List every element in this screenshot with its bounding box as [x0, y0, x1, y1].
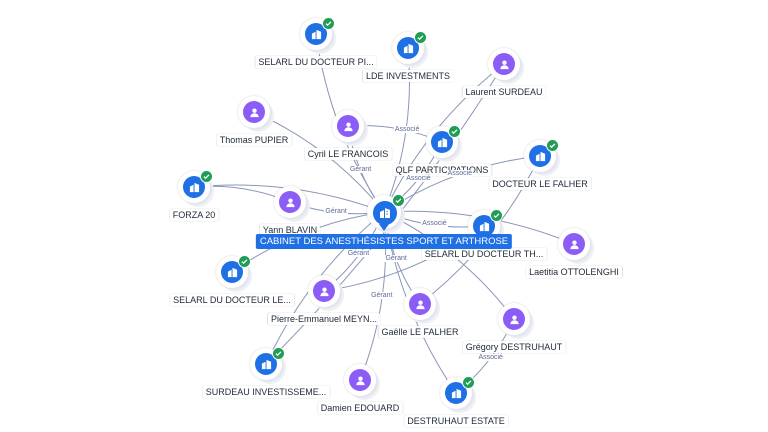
person-node-disc[interactable] [558, 228, 590, 260]
person-node-disc[interactable] [404, 288, 436, 320]
verified-check-icon [392, 194, 405, 207]
node-label: Laurent SURDEAU [462, 86, 546, 98]
person-icon [409, 293, 431, 315]
building-icon [431, 131, 453, 153]
node-label: FORZA 20 [169, 209, 219, 221]
building-icon [183, 176, 205, 198]
edge-label: Gérant [384, 255, 408, 263]
person-node-disc[interactable] [498, 303, 530, 335]
node-label: Laetitia OTTOLENGHI [526, 266, 622, 278]
person-node-disc[interactable] [238, 96, 270, 128]
building-icon [221, 261, 243, 283]
verified-check-icon [414, 31, 427, 44]
verified-check-icon [238, 255, 251, 268]
person-icon [563, 233, 585, 255]
company-node-disc[interactable] [426, 126, 458, 158]
verified-check-icon [200, 170, 213, 183]
edge-label: Associé [421, 220, 448, 227]
building-icon [397, 37, 419, 59]
node-label: Pierre-Emmanuel MEYN... [267, 313, 381, 325]
node-label: SELARL DU DOCTEUR TH... [421, 248, 547, 260]
node-label: SURDEAU INVESTISSEME... [202, 386, 330, 398]
person-node-disc[interactable] [344, 364, 376, 396]
person-node-disc[interactable] [488, 48, 520, 80]
edge-label: Gérant [370, 292, 394, 300]
node-label: Damien EDOUARD [317, 402, 403, 414]
edge-label: Associé [446, 169, 474, 177]
node-label: Yann BLAVIN [259, 224, 321, 236]
node-label: DESTRUHAUT ESTATE [404, 415, 508, 427]
person-node-disc[interactable] [274, 186, 306, 218]
node-label: Thomas PUPIER [216, 134, 292, 146]
person-icon [503, 308, 525, 330]
building-icon [529, 145, 551, 167]
person-icon [337, 115, 359, 137]
person-icon [279, 191, 301, 213]
verified-check-icon [272, 347, 285, 360]
edge-label: Gérant [348, 166, 373, 174]
building-icon [305, 23, 327, 45]
building-icon [473, 215, 495, 237]
verified-check-icon [322, 17, 335, 30]
verified-check-icon [462, 376, 475, 389]
node-label: Gaëlle LE FALHER [378, 326, 462, 338]
building-icon [255, 353, 277, 375]
person-node-disc[interactable] [332, 110, 364, 142]
verified-check-icon [448, 125, 461, 138]
edge-label: Associé [405, 175, 432, 183]
node-label: LDE INVESTMENTS [362, 70, 454, 82]
edge-label: Gérant [346, 250, 371, 258]
center-node-label: CABINET DES ANESTHÉSISTES SPORT ET ARTHR… [255, 234, 513, 249]
edge-label: Associé [393, 126, 421, 134]
verified-check-icon [490, 209, 503, 222]
node-label: Grégory DESTRUHAUT [462, 341, 566, 353]
person-icon [243, 101, 265, 123]
node-label: SELARL DU DOCTEUR LE... [170, 294, 294, 306]
node-label: SELARL DU DOCTEUR PI... [255, 56, 377, 68]
edge-label: Gérant [324, 207, 348, 215]
location-pin-icon [379, 224, 389, 231]
verified-check-icon [546, 139, 559, 152]
edge-label: Associé [477, 354, 504, 362]
person-icon [493, 53, 515, 75]
person-node-disc[interactable] [308, 275, 340, 307]
node-label: Cyril LE FRANCOIS [304, 148, 392, 160]
person-icon [349, 369, 371, 391]
company-node-disc[interactable] [392, 32, 424, 64]
person-icon [313, 280, 335, 302]
building-icon [445, 382, 467, 404]
node-label: QLF PARTICIPATIONS [392, 164, 492, 176]
node-label: DOCTEUR LE FALHER [489, 178, 591, 190]
edge-center-thomas [253, 111, 385, 213]
